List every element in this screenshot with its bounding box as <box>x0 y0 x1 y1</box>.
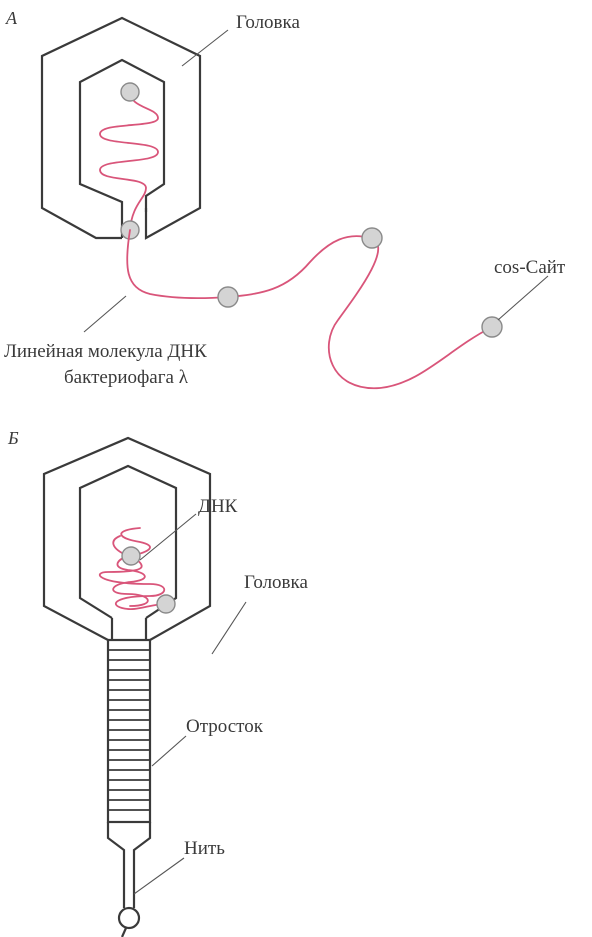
cos-site-leader-line <box>498 276 548 320</box>
panel-a: А Головка cos-Сайт Линейная молекула ДНК… <box>4 8 566 388</box>
label-tail: Отросток <box>186 716 264 737</box>
label-dna-line2: бактериофага λ <box>64 367 189 388</box>
fiber-leader-line <box>134 858 184 894</box>
panel-a-letter: А <box>5 8 18 28</box>
tail-fiber-extension <box>122 928 126 937</box>
dna-leader-line <box>84 296 126 332</box>
cos-site-marker-b-bottom <box>157 595 175 613</box>
label-head-b: Головка <box>244 572 308 593</box>
label-cos-site: cos-Сайт <box>494 257 566 278</box>
dna-leader-line-b <box>140 514 196 560</box>
label-head-a: Головка <box>236 12 300 33</box>
phage-head-inner-shell <box>80 60 164 212</box>
panel-b: Б <box>7 428 308 937</box>
label-dna-line1: Линейная молекула ДНК <box>4 341 207 362</box>
cos-site-marker-strand-2 <box>362 228 382 248</box>
cos-site-marker-head-top <box>121 83 139 101</box>
cos-site-marker-end <box>482 317 502 337</box>
phage-tail <box>108 640 150 937</box>
tail-sheath <box>108 640 150 822</box>
cos-site-marker-strand-1 <box>218 287 238 307</box>
tail-leader-line <box>152 736 186 766</box>
label-dna-b: ДНК <box>198 496 238 517</box>
tail-tip <box>108 822 150 908</box>
head-leader-line-b <box>212 602 246 654</box>
tail-fiber-end <box>119 908 139 928</box>
panel-b-letter: Б <box>7 428 19 448</box>
label-fiber: Нить <box>184 838 225 859</box>
linear-dna-strand <box>127 230 490 388</box>
packed-dna-strand <box>100 92 158 230</box>
cos-site-marker-b-top <box>122 547 140 565</box>
head-leader-line <box>182 30 228 66</box>
